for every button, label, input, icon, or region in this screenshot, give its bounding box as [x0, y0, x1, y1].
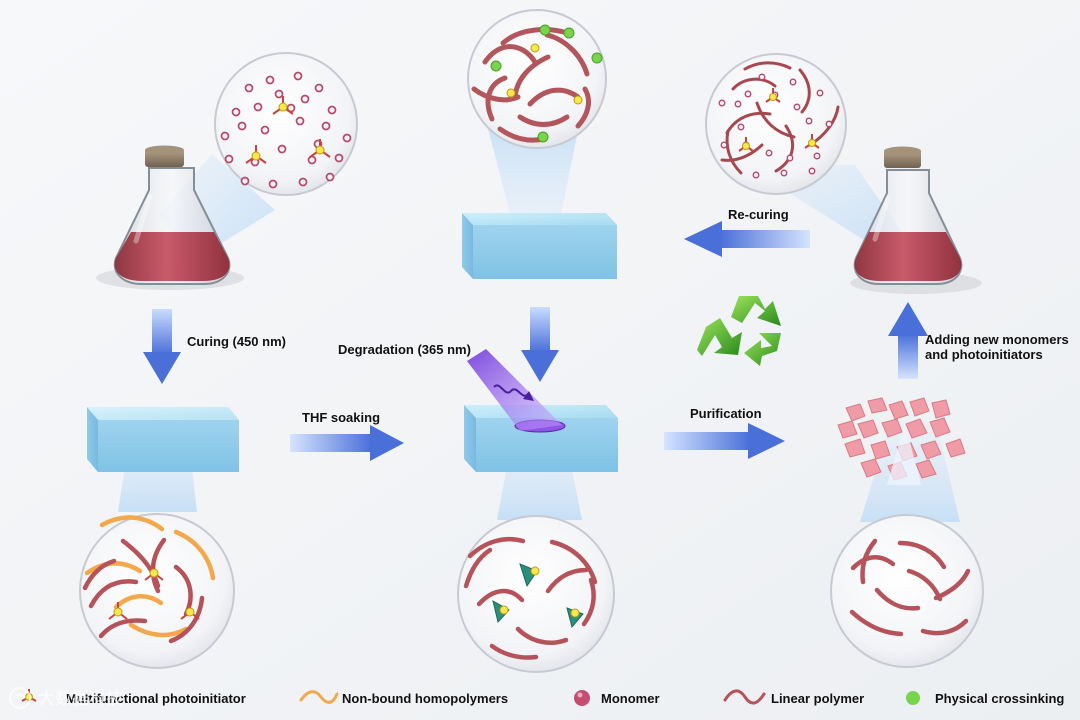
- re-curing-label: Re-curing: [728, 208, 789, 223]
- legend-label-homopolymers: Non-bound homopolymers: [342, 691, 508, 706]
- legend-label-photoinitiator: Multifunctional photoinitiator: [66, 691, 246, 706]
- legend-label-physical-crosslink: Physical crossinking: [935, 691, 1064, 706]
- degradation-label: Degradation (365 nm): [338, 343, 471, 358]
- legend-label-monomer: Monomer: [601, 691, 660, 706]
- purification-label: Purification: [690, 407, 762, 422]
- bubble-bottom-right: [831, 515, 983, 667]
- bubble-bottom-center: [458, 516, 614, 672]
- curing-label: Curing (450 nm): [187, 335, 286, 350]
- bubble-bottom-left: [80, 514, 234, 668]
- slab-left: [87, 407, 239, 472]
- legend-label-linear-polymer: Linear polymer: [771, 691, 864, 706]
- thf-soaking-label: THF soaking: [302, 411, 380, 426]
- bubble-top-left: [215, 53, 357, 195]
- slab-top-center: [462, 213, 617, 279]
- bubble-top-center: [468, 10, 606, 148]
- adding-new-label-line-1: Adding new monomers: [925, 333, 1069, 348]
- adding-new-label-line-2: and photoinitiators: [925, 348, 1043, 363]
- bubble-top-right: [706, 54, 846, 194]
